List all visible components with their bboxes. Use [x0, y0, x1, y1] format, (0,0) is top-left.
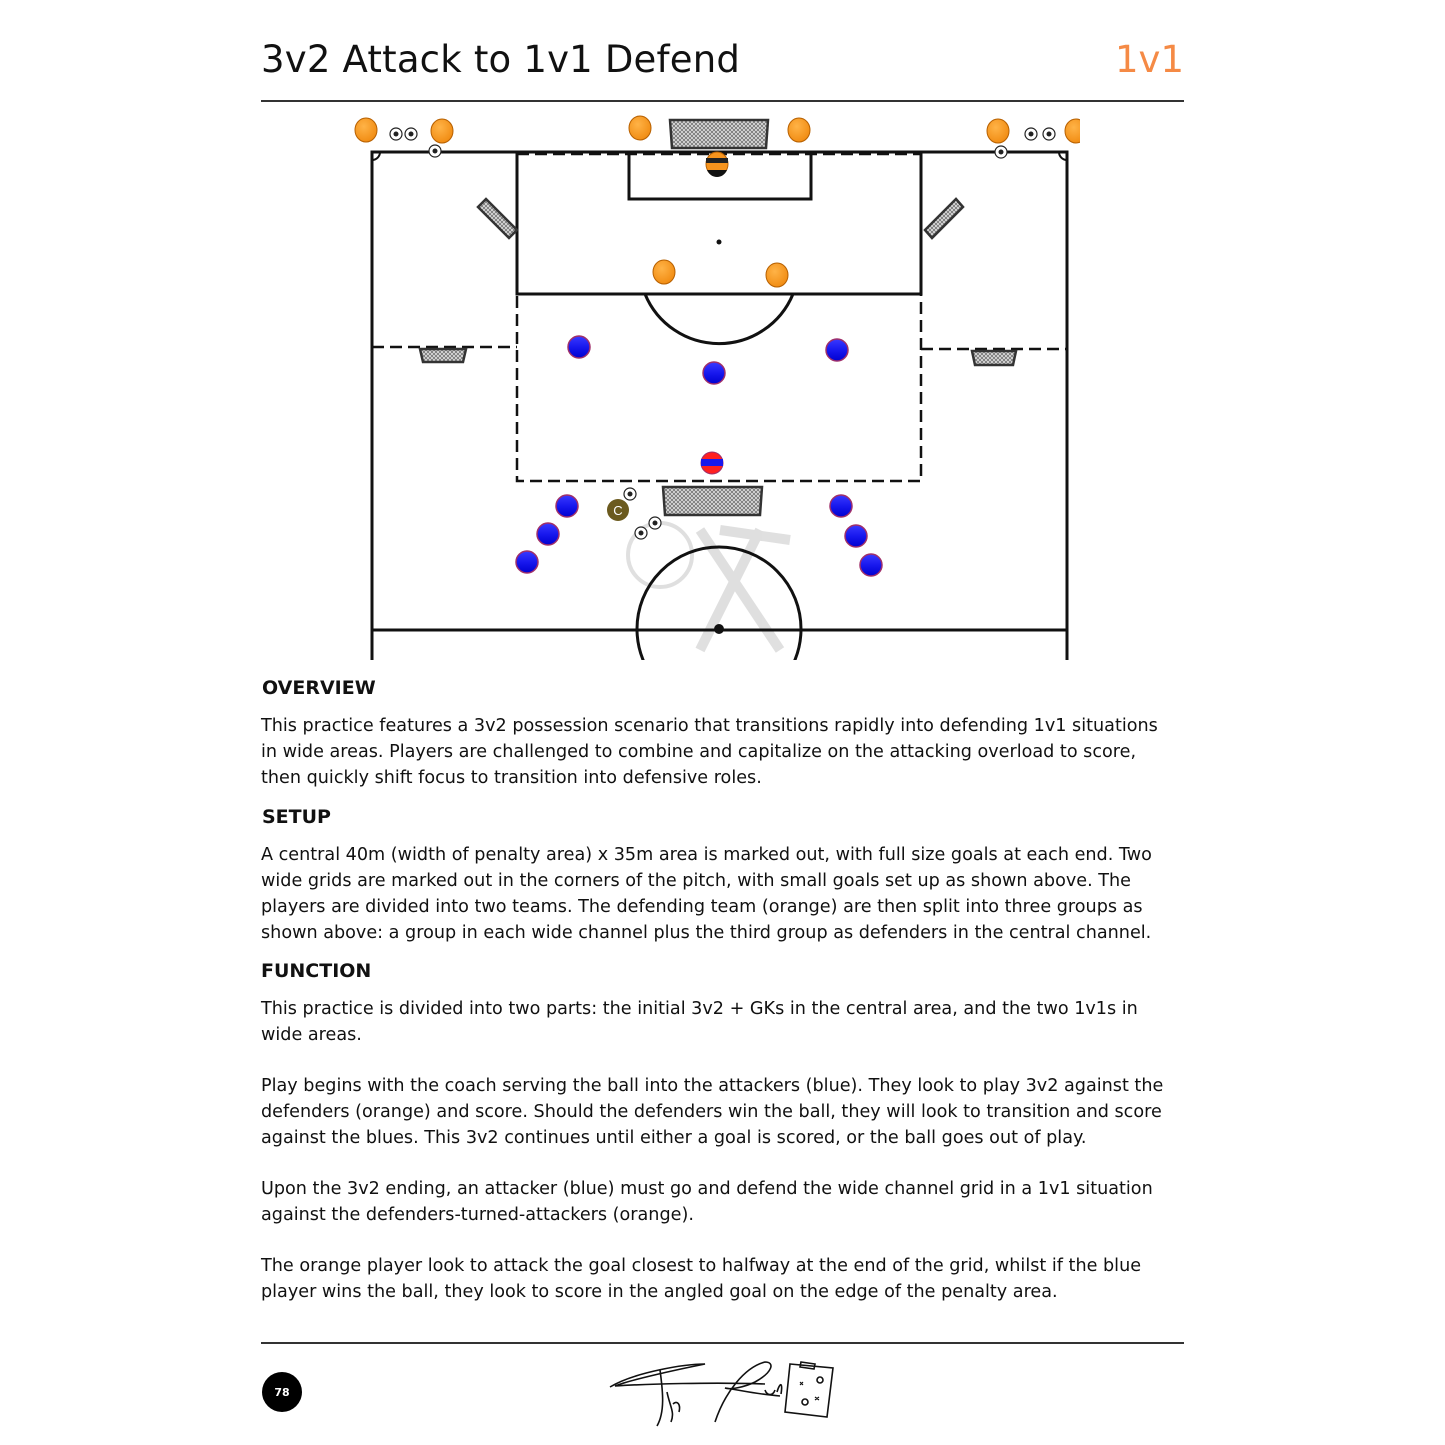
text-line: defenders (orange) and score. Should the… [261, 1102, 1162, 1122]
setup-paragraph: A central 40m (width of penalty area) x … [261, 842, 1196, 946]
attacker [825, 338, 849, 362]
attacker [702, 361, 726, 385]
text-line: Play begins with the coach serving the b… [261, 1076, 1164, 1096]
section-heading-setup: SETUP [262, 806, 331, 828]
bottom-goal [661, 485, 764, 517]
function-paragraph-4: The orange player look to attack the goa… [261, 1253, 1196, 1305]
defender [354, 117, 378, 143]
defender [765, 262, 789, 288]
function-paragraph-2: Play begins with the coach serving the b… [261, 1073, 1196, 1151]
section-heading-overview: OVERVIEW [262, 677, 376, 699]
attacker [536, 522, 560, 546]
text-line: wide grids are marked out in the corners… [261, 871, 1131, 891]
attacker [555, 494, 579, 518]
defender [787, 117, 811, 143]
text-line: player wins the ball, they look to score… [261, 1282, 1058, 1302]
penalty-spot [716, 239, 722, 245]
text-line: Upon the 3v2 ending, an attacker (blue) … [261, 1179, 1153, 1199]
overview-paragraph: This practice features a 3v2 possession … [261, 713, 1196, 791]
defender [652, 259, 676, 285]
text-line: This practice features a 3v2 possession … [261, 716, 1158, 736]
attacker [567, 335, 591, 359]
centre-spot [714, 624, 724, 634]
goalkeeper-bottom [700, 451, 724, 475]
text-line: against the blues. This 3v2 continues un… [261, 1128, 1087, 1148]
text-line: This practice is divided into two parts:… [261, 999, 1138, 1019]
function-paragraph-3: Upon the 3v2 ending, an attacker (blue) … [261, 1176, 1196, 1228]
attacker [844, 524, 868, 548]
signature-logo [609, 1361, 834, 1427]
defender [628, 115, 652, 141]
attackers [515, 335, 883, 577]
defenders [354, 115, 1080, 288]
text-line: The orange player look to attack the goa… [261, 1256, 1142, 1276]
section-heading-function: FUNCTION [261, 960, 372, 982]
footer-divider [261, 1342, 1184, 1344]
left-angled-goal [476, 197, 519, 240]
header-divider [261, 100, 1184, 102]
goals [418, 118, 1018, 517]
text-line: in wide areas. Players are challenged to… [261, 742, 1137, 762]
balls [389, 127, 1056, 540]
right-small-goal [970, 349, 1018, 367]
text-line: wide areas. [261, 1025, 362, 1045]
top-goal [668, 118, 770, 150]
defender [986, 118, 1010, 144]
svg-text:C: C [613, 503, 622, 518]
attacker [859, 553, 883, 577]
goalkeeper-top [705, 151, 729, 178]
attacker [515, 550, 539, 574]
defender [430, 118, 454, 144]
pitch-lines [370, 150, 1069, 660]
text-line: against the defenders-turned-attackers (… [261, 1205, 694, 1225]
page-title: 3v2 Attack to 1v1 Defend [261, 38, 741, 81]
function-paragraph-1: This practice is divided into two parts:… [261, 996, 1196, 1048]
right-angled-goal [923, 197, 965, 240]
defender [1064, 118, 1080, 144]
left-small-goal [418, 347, 468, 364]
text-line: shown above: a group in each wide channe… [261, 923, 1152, 943]
pitch-diagram: C [354, 115, 1080, 660]
attacker [829, 494, 853, 518]
text-line: players are divided into two teams. The … [261, 897, 1143, 917]
page-number: 78 [262, 1372, 302, 1412]
level-badge: 1v1 [1115, 38, 1184, 81]
coach: C [607, 499, 629, 521]
text-line: then quickly shift focus to transition i… [261, 768, 762, 788]
marked-areas [372, 152, 1067, 483]
text-line: A central 40m (width of penalty area) x … [261, 845, 1152, 865]
